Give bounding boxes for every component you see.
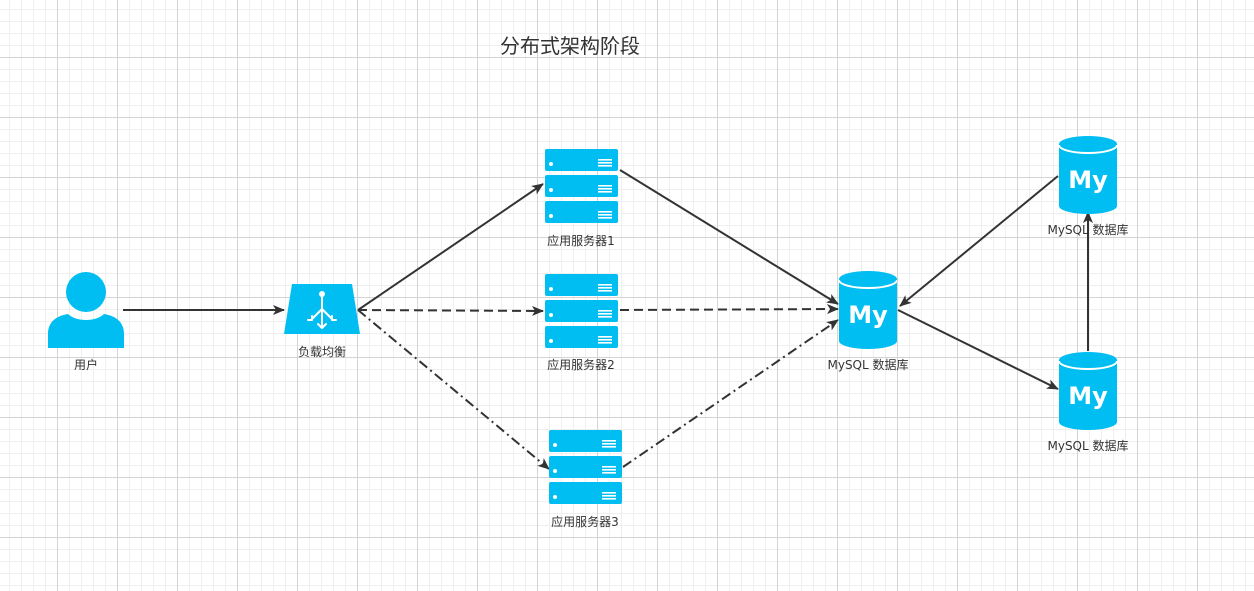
load-balancer-icon: [284, 284, 360, 334]
mysql-database-icon: My: [1058, 136, 1118, 214]
user-label: 用户: [73, 358, 98, 372]
mysql-bottom-node[interactable]: My: [1058, 352, 1118, 430]
mysql-top-node[interactable]: My: [1058, 136, 1118, 214]
load-balancer-node[interactable]: [284, 284, 360, 334]
app-server-2-node[interactable]: [545, 274, 618, 348]
mysql-logo-text: My: [1068, 382, 1108, 410]
edge-load-balancer-to-app-server-3: [357, 309, 550, 470]
user-icon: [48, 272, 124, 348]
mysql-top-label: MySQL 数据库: [1047, 223, 1129, 237]
mysql-logo-text: My: [848, 301, 888, 329]
mysql-logo-text: My: [1068, 166, 1108, 194]
mysql-main-node[interactable]: My: [838, 271, 898, 349]
edge-mysql-main-to-mysql-bottom: [897, 309, 1059, 390]
server-rack-icon: [545, 149, 618, 223]
app-server-3-node[interactable]: [549, 430, 622, 504]
edge-load-balancer-to-app-server-2: [357, 305, 544, 316]
app-server-2-label: 应用服务器2: [547, 358, 615, 372]
app-server-3-label: 应用服务器3: [551, 515, 619, 529]
edge-mysql-top-to-mysql-main: [899, 175, 1059, 307]
edge-load-balancer-to-app-server-1: [357, 183, 544, 311]
diagram-title: 分布式架构阶段: [500, 34, 640, 58]
mysql-bottom-label: MySQL 数据库: [1047, 439, 1129, 453]
server-rack-icon: [545, 274, 618, 348]
edge-app-server-3-to-mysql-main: [622, 319, 839, 468]
app-server-1-label: 应用服务器1: [547, 234, 615, 248]
app-server-1-node[interactable]: [545, 149, 618, 223]
mysql-main-label: MySQL 数据库: [827, 358, 909, 372]
user-node[interactable]: [48, 272, 124, 348]
server-rack-icon: [549, 430, 622, 504]
load-balancer-label: 负载均衡: [297, 345, 346, 359]
edge-app-server-2-to-mysql-main: [619, 304, 839, 315]
mysql-database-icon: My: [838, 271, 898, 349]
mysql-database-icon: My: [1058, 352, 1118, 430]
edge-app-server-1-to-mysql-main: [619, 169, 839, 305]
